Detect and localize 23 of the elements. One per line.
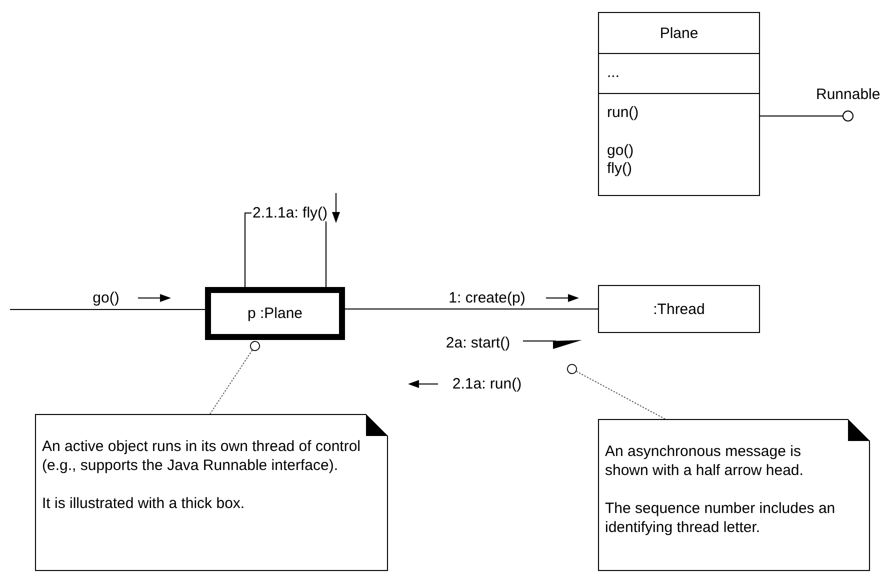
interface-name: Runnable bbox=[816, 86, 880, 103]
leader-line bbox=[566, 364, 666, 420]
message-label: 2a: start() bbox=[444, 334, 512, 352]
object-box: :Thread bbox=[598, 285, 760, 333]
leader-line bbox=[210, 340, 260, 414]
note-text: The sequence number includes an identifying thread letter. bbox=[605, 499, 836, 537]
edge-label: 1: create(p) bbox=[448, 289, 526, 307]
link-line bbox=[10, 309, 206, 310]
note-box bbox=[35, 414, 388, 571]
message-label: 2.1a: run() bbox=[451, 375, 523, 393]
class-box bbox=[598, 12, 760, 196]
attribute-list: ... bbox=[599, 53, 759, 93]
note-text: An asynchronous message is shown with a half arrow head. bbox=[605, 442, 804, 480]
note-text: An active object runs in its own thread of control (e.g., supports the Java Runnable interface). bbox=[42, 437, 361, 475]
link-line bbox=[344, 308, 598, 310]
operation-list: go() fly() bbox=[607, 142, 647, 178]
class-name: Plane bbox=[658, 24, 700, 44]
operation-list: run() bbox=[607, 104, 647, 122]
edge-label: go() bbox=[92, 289, 120, 307]
active-object-box: p :Plane bbox=[205, 287, 345, 340]
note-text: It is illustrated with a thick box. bbox=[42, 494, 246, 513]
edge-label: 2.1.1a: fly() bbox=[251, 204, 329, 222]
note-box bbox=[598, 419, 870, 571]
